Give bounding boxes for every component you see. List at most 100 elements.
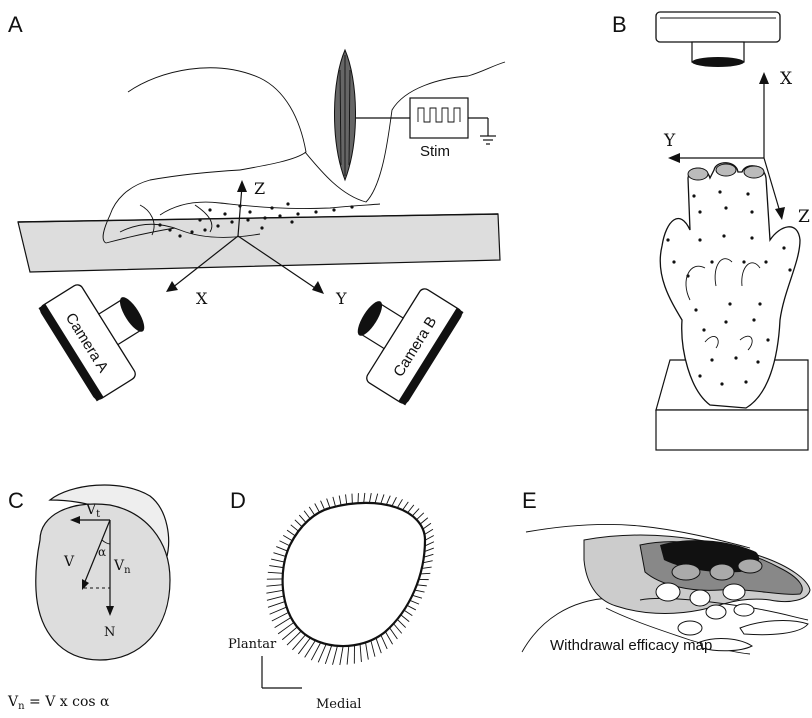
normal-vector-tick [407,605,416,610]
b-axis-x-label: X [780,69,793,89]
normal-vector-tick [397,499,402,508]
withdrawal-efficacy-map [522,524,810,654]
normal-vector-tick [390,628,398,639]
muscle-icon [334,50,355,180]
normal-vector-tick [287,530,295,536]
normal-vector-tick [272,612,289,621]
panel-c-letter: C [8,488,24,513]
normal-vector-tick [287,631,301,645]
normal-vector-tick [376,638,381,653]
b-axis-y-label: Y [663,131,676,151]
normal-vector-tick [420,518,428,524]
n-label: N [104,625,115,640]
normal-vector-tick [270,607,287,614]
v-label: V [63,554,75,570]
normal-vector-tick [369,493,371,503]
alpha-label: α [98,545,106,559]
panel-d: D Plantar Medial [228,488,434,712]
normal-vector-tick [375,494,378,504]
normal-vector-tick [269,566,283,568]
normal-vector-tick [315,503,320,512]
axis-y-label: Y [335,289,347,308]
normal-vector-tick [346,494,347,504]
normal-vector-tick [425,535,434,540]
efficacy-map-caption: Withdrawal efficacy map [550,637,712,654]
normal-vector-tick [267,596,284,600]
normal-vector-tick [339,496,341,506]
contact-ellipses [36,485,170,660]
axis-z-label: Z [254,179,265,198]
normal-vector-tick [423,523,431,529]
normal-vector-tick [364,493,365,503]
glass-plate [18,214,500,272]
normal-vector-tick [385,632,392,645]
normal-vector-tick [422,567,432,568]
axis-x-label: X [196,289,208,308]
normal-vector-tick [360,644,361,662]
normal-vector-tick [386,496,390,505]
normal-vector-tick [415,590,425,592]
normal-vector-tick [381,494,384,503]
normal-vector-tick [276,547,287,551]
normal-vector-tick [309,507,314,515]
normal-vector-tick [371,640,375,656]
panel-c: C Vt V Vn α N Vn = V x cos α [7,485,170,712]
normal-vector-tick [401,615,409,622]
normal-vector-tick [420,573,430,574]
normal-vector-tick [424,529,432,534]
normal-vector-tick [291,525,299,531]
panel-e: E Withdrawal efficacy map [522,488,810,654]
normal-vector-tick [273,553,285,557]
camera-a: Camera A [39,264,168,401]
overhead-camera [656,12,780,67]
normal-vector-tick [268,572,283,573]
normal-vector-tick [403,502,409,510]
medial-label: Medial [316,697,361,712]
vn-formula: Vn = V x cos α [7,694,110,712]
normal-vector-tick [268,602,285,608]
normal-vector-tick [271,559,284,562]
normal-vector-tick [333,497,336,507]
panel-a: A [8,12,505,405]
normal-vector-tick [425,542,434,546]
normal-vector-tick [393,624,401,634]
normal-vector-tick [408,505,414,513]
normal-vector-tick [404,610,412,615]
normal-vector-tick [299,515,306,522]
sensitivity-outline [266,493,434,665]
camera-b: Camera B [335,268,464,405]
normal-vector-tick [392,497,397,506]
normal-vector-tick [266,590,283,593]
panel-a-letter: A [8,12,23,37]
normal-vector-tick [333,646,338,665]
normal-vector-tick [283,535,292,540]
normal-vector-tick [397,619,405,627]
normal-vector-tick [381,635,387,649]
plantar-label: Plantar [228,637,277,652]
panel-e-letter: E [522,488,537,513]
normal-vector-tick [318,644,326,662]
normal-vector-tick [347,646,349,665]
b-axis-z-label: Z [798,207,810,227]
normal-vector-tick [410,600,419,604]
normal-vector-tick [295,520,302,527]
normal-vector-tick [424,548,433,552]
stim-label: Stim [420,143,450,160]
normal-vector-tick [417,513,424,520]
normal-vector-tick [325,645,331,664]
normal-vector-tick [417,585,427,586]
normal-vector-tick [266,585,282,586]
normal-vector-tick [327,499,330,508]
normal-vector-tick [340,646,343,665]
normal-vector-tick [366,642,369,659]
normal-vector-tick [412,595,422,598]
panel-d-letter: D [230,488,246,513]
panel-b: B X Y Z [612,12,810,450]
normal-vector-tick [279,541,289,546]
stimulator: Stim [356,98,496,160]
normal-vector-tick [304,511,310,519]
panel-b-letter: B [612,12,627,37]
normal-vector-tick [321,501,325,510]
normal-vector-tick [412,509,419,516]
